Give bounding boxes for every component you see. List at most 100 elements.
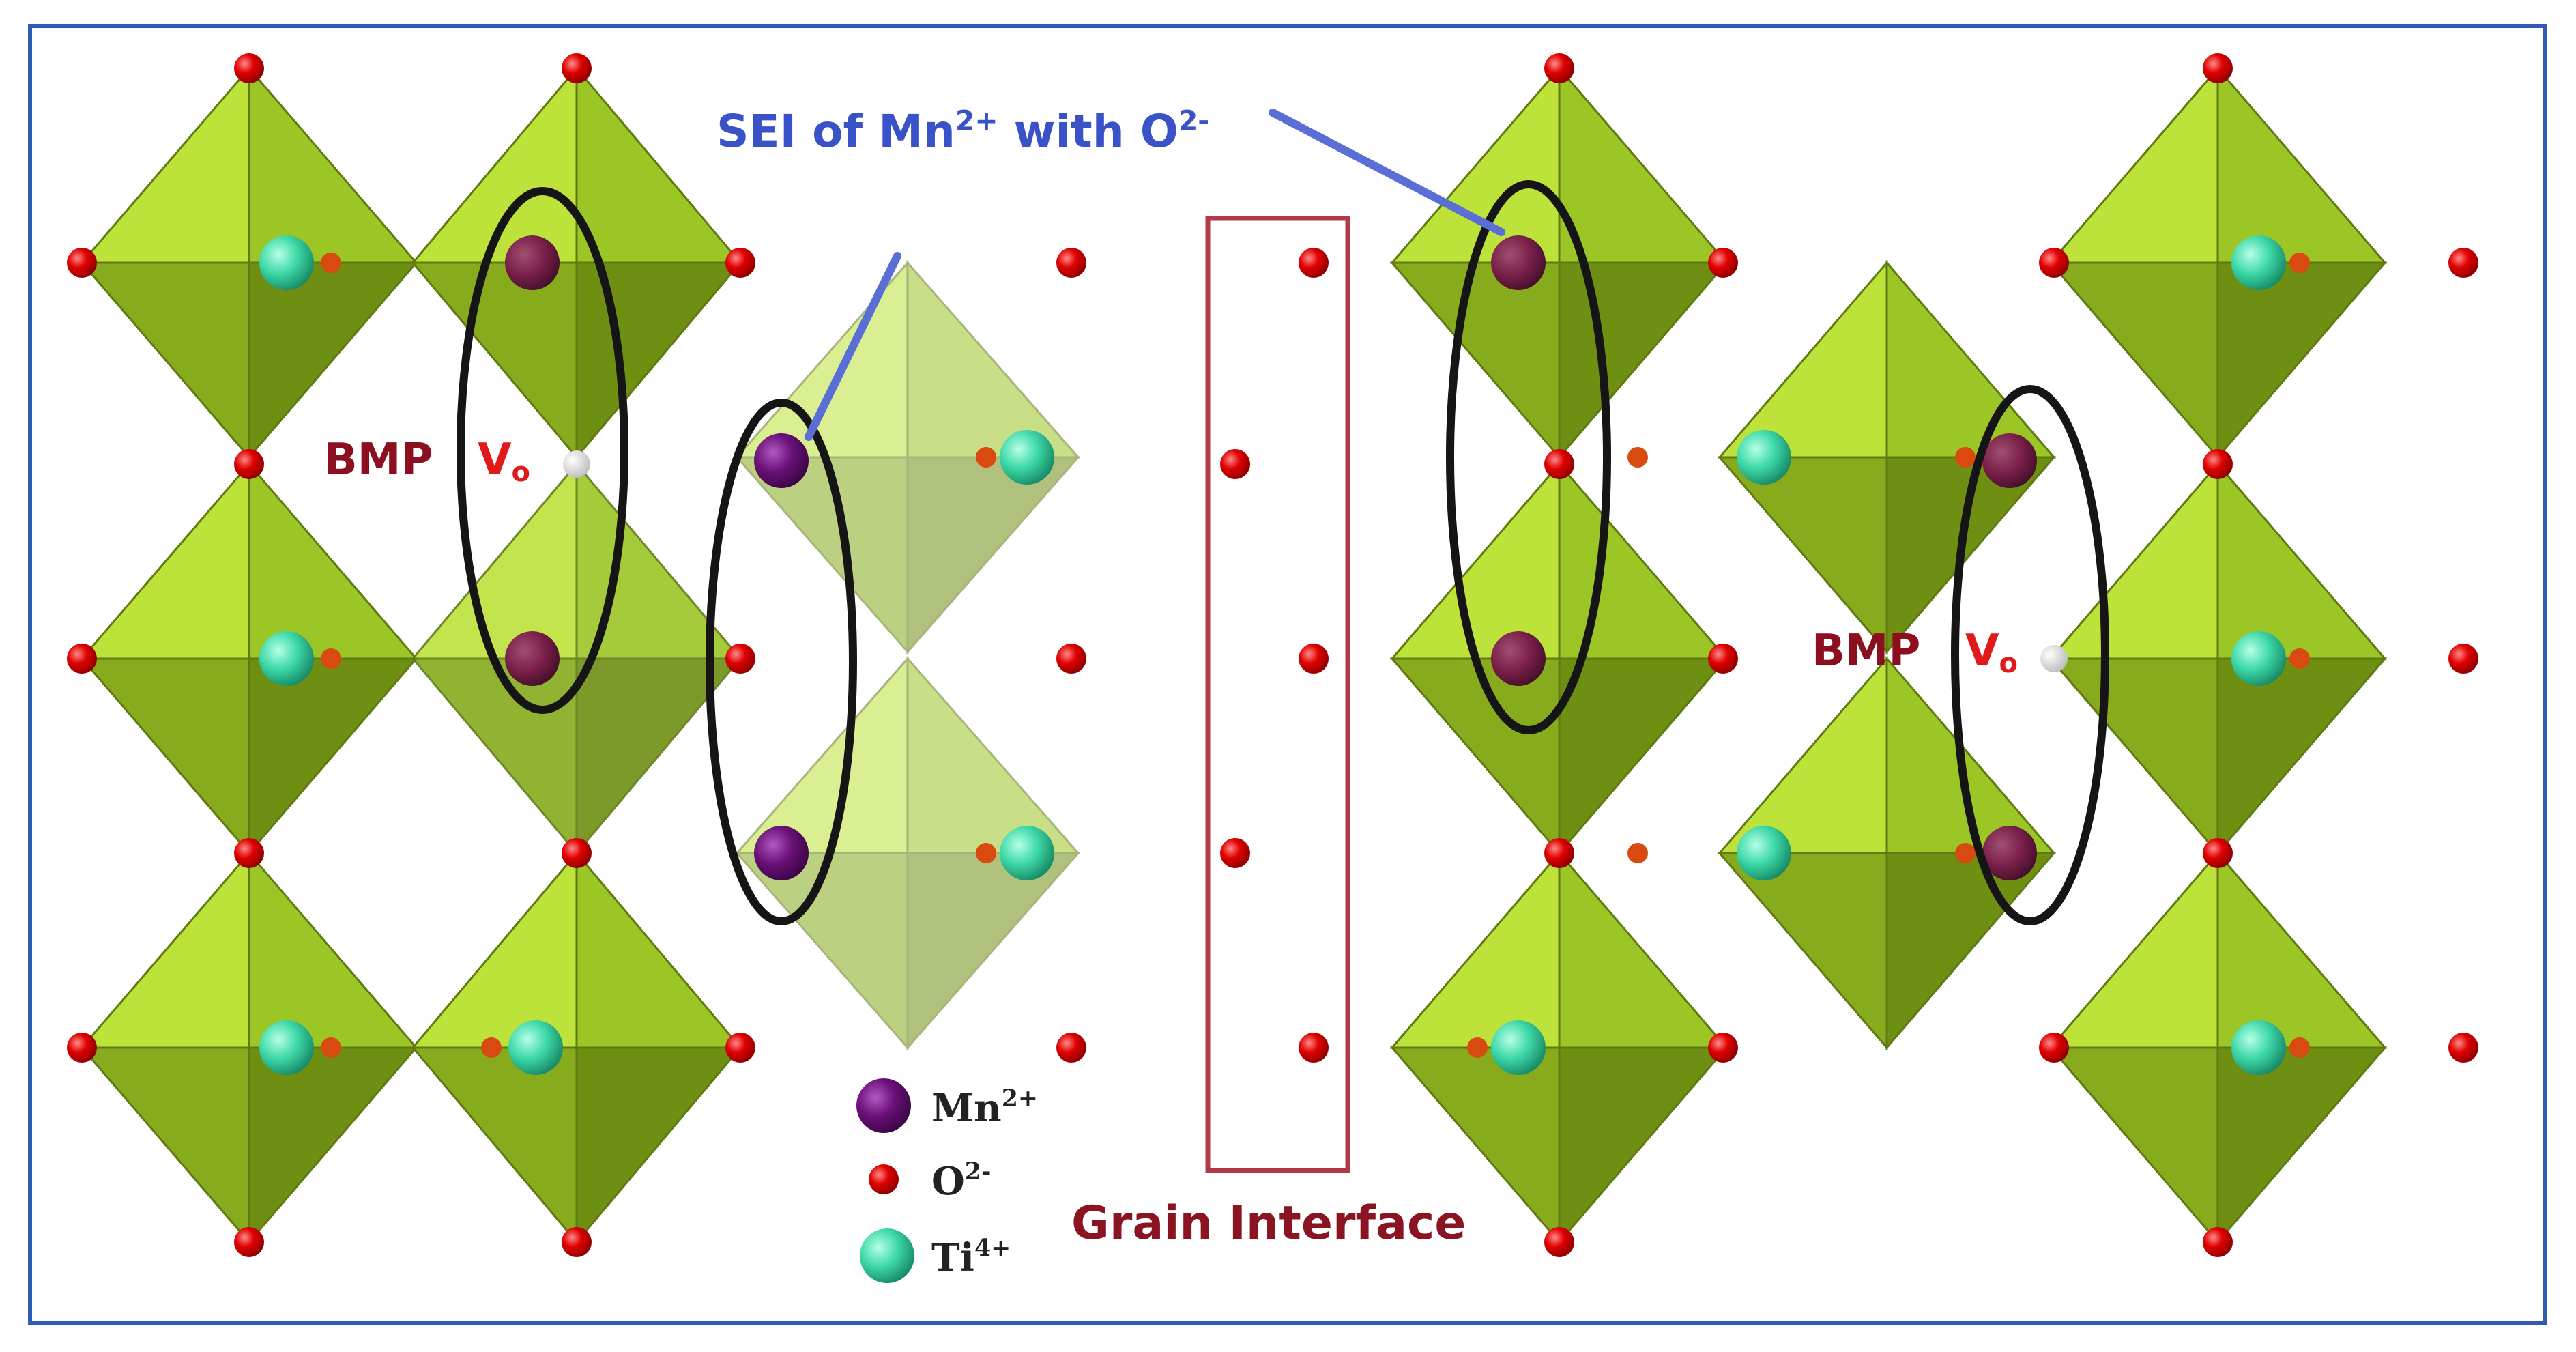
manganese-ion (1982, 826, 2037, 880)
manganese-ion (1982, 433, 2037, 488)
oxygen-ion (1708, 1033, 1738, 1063)
titanium-ion (259, 631, 314, 686)
oxygen-ion (2203, 1227, 2233, 1257)
octahedron (79, 461, 419, 857)
oxygen-ion (2289, 253, 2310, 273)
oxygen-ion (2289, 648, 2310, 669)
oxygen-ion (562, 1227, 592, 1257)
oxygen-ion (67, 248, 97, 278)
oxygen-ion (234, 53, 264, 83)
oxygen-ion (321, 253, 341, 273)
vo-label-left: Vo (478, 435, 530, 488)
oxygen-ion (2448, 248, 2478, 278)
titanium-ion (1000, 826, 1054, 880)
titanium-ion (1737, 826, 1791, 880)
sei-ellipse-left (706, 399, 857, 925)
oxygen-ion (1220, 838, 1250, 868)
oxygen-ion (1056, 248, 1086, 278)
oxygen-ion (725, 1033, 755, 1063)
oxygen-ion (2039, 248, 2069, 278)
octahedron (734, 260, 1081, 655)
oxygen-ion (1627, 843, 1648, 863)
octahedron (734, 656, 1081, 1050)
grain-interface-box (1205, 216, 1350, 1173)
titanium-ion (259, 1020, 314, 1075)
octahedron (2048, 461, 2388, 857)
legend-label-o: O2- (931, 1157, 991, 1204)
bmp-ellipse-right (1951, 385, 2109, 925)
sei-pointer-left (805, 252, 901, 441)
titanium-ion (2231, 235, 2286, 290)
oxygen-ion (725, 644, 755, 674)
octahedron (79, 65, 419, 461)
oxygen-ion (1544, 53, 1574, 83)
sei-ellipse-right (1446, 180, 1611, 734)
oxygen-ion (2203, 838, 2233, 868)
titanium-ion (508, 1020, 563, 1075)
oxygen-ion (1955, 843, 1976, 863)
octahedron (2048, 65, 2388, 461)
titanium-ion (1737, 430, 1791, 485)
oxygen-vacancy-right (2040, 645, 2068, 672)
oxygen-ion (2203, 449, 2233, 479)
oxygen-ion (1056, 1033, 1086, 1063)
oxygen-ion (321, 648, 341, 669)
octahedron (410, 65, 743, 461)
oxygen-ion (67, 644, 97, 674)
oxygen-ion (1467, 1037, 1488, 1058)
legend-label-mn: Mn2+ (931, 1084, 1038, 1131)
manganese-ion (754, 826, 809, 880)
oxygen-ion (321, 1037, 341, 1058)
oxygen-ion (1299, 248, 1329, 278)
oxygen-ion (2448, 1033, 2478, 1063)
oxygen-vacancy-left (563, 450, 590, 478)
oxygen-ion (2039, 1033, 2069, 1063)
oxygen-ion (1955, 447, 1976, 468)
oxygen-ion (562, 53, 592, 83)
cation-layer (259, 235, 2286, 1075)
oxygen-ion (481, 1037, 502, 1058)
oxygen-ion (1299, 1033, 1329, 1063)
octahedron (410, 461, 743, 857)
octahedron (1389, 65, 1729, 461)
octahedron (1717, 259, 2057, 655)
octahedron (2048, 850, 2388, 1246)
oxygen-ion-icon (869, 1164, 899, 1194)
oxygen-ion (1627, 447, 1648, 468)
titanium-ion (1491, 1020, 1546, 1075)
oxygen-ion (67, 1033, 97, 1063)
bmp-label-right: BMP (1812, 626, 1920, 676)
oxygen-ion (2448, 644, 2478, 674)
oxygen-ion (1544, 449, 1574, 479)
oxygen-ion (1544, 838, 1574, 868)
legend: Mn2+ O2- Ti4+ (856, 1078, 1038, 1283)
manganese-ion (505, 235, 560, 290)
manganese-ion (505, 631, 560, 686)
titanium-ion (2231, 1020, 2286, 1075)
oxygen-ion (2203, 53, 2233, 83)
oxygen-layer (67, 53, 2478, 1257)
vo-label-right: Vo (1965, 626, 2018, 679)
octahedron (1717, 655, 2057, 1051)
titanium-ion (1000, 430, 1054, 485)
oxygen-ion (976, 447, 996, 468)
bmp-label-left: BMP (324, 435, 433, 485)
oxygen-ion (234, 1227, 264, 1257)
sei-pointer-right (1269, 109, 1505, 236)
oxygen-ion (1708, 644, 1738, 674)
manganese-ion-icon (856, 1078, 911, 1133)
oxygen-ion (234, 838, 264, 868)
oxygen-ion (234, 449, 264, 479)
oxygen-ion (1708, 248, 1738, 278)
oxygen-ion (725, 248, 755, 278)
manganese-ion (1491, 235, 1546, 290)
manganese-ion (754, 433, 809, 488)
oxygen-ion (1056, 644, 1086, 674)
titanium-ion (259, 235, 314, 290)
titanium-ion (2231, 631, 2286, 686)
octahedron (410, 850, 743, 1246)
octahedron (79, 850, 419, 1246)
legend-label-ti: Ti4+ (931, 1234, 1011, 1280)
oxygen-ion (976, 843, 996, 863)
